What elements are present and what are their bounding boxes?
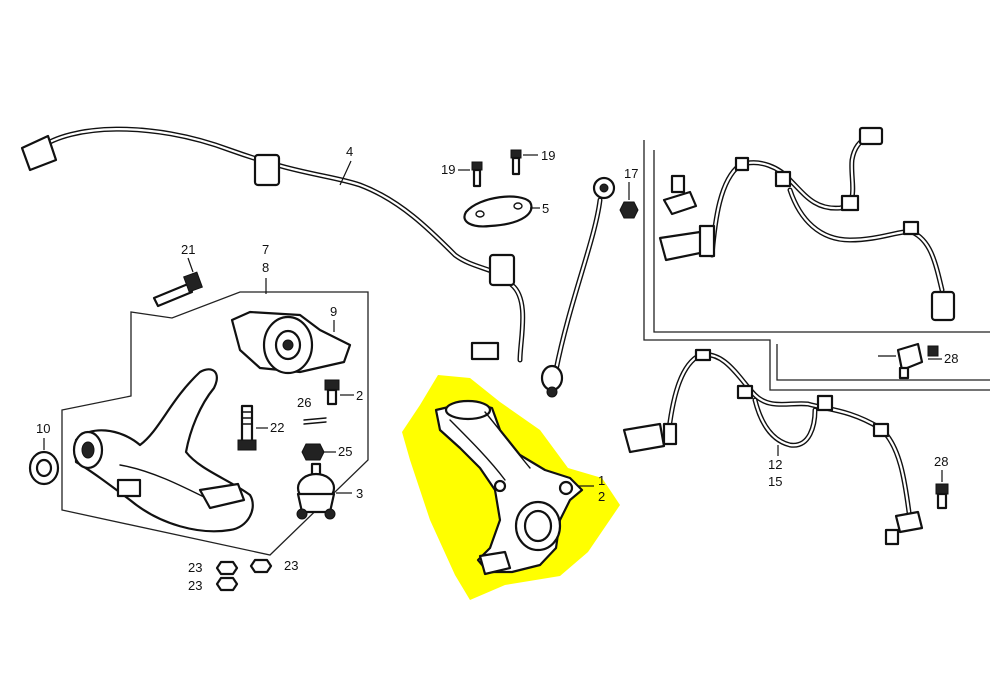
label-22: 22	[270, 420, 284, 435]
label-1: 1	[598, 473, 605, 488]
upper-sensor-harness	[709, 126, 956, 322]
bolt-19-right	[510, 149, 522, 176]
label-2: 2	[598, 489, 605, 504]
label-28b: 28	[934, 454, 948, 469]
label-19b: 19	[541, 148, 555, 163]
dust-seal	[28, 450, 60, 486]
label-17: 17	[624, 166, 638, 181]
nut-23-a	[215, 560, 239, 576]
label-8: 8	[262, 260, 269, 275]
label-3: 3	[356, 486, 363, 501]
bolt-28-lower	[935, 483, 949, 510]
stabilizer-bar	[20, 126, 526, 363]
upper-clip	[662, 174, 698, 216]
abs-sensor-28-upper	[896, 342, 939, 380]
label-26: 26	[297, 395, 311, 410]
label-19a: 19	[441, 162, 455, 177]
steering-knuckle	[434, 399, 584, 576]
nut-17	[619, 201, 639, 219]
upper-bracket	[658, 224, 716, 262]
lower-control-arm	[72, 368, 254, 533]
sensor-frame-upper	[643, 140, 990, 391]
label-25: 25	[338, 444, 352, 459]
label-10: 10	[36, 421, 50, 436]
label-28a: 28	[944, 351, 958, 366]
label-4: 4	[346, 144, 353, 159]
lower-sensor-harness	[622, 348, 924, 546]
ball-joint	[296, 462, 336, 520]
bolt-19-left	[471, 161, 483, 188]
label-7: 7	[262, 242, 269, 257]
bolt-22	[237, 404, 257, 451]
stabilizer-link	[540, 176, 616, 398]
cotter-pin	[303, 417, 327, 425]
bolt-21	[152, 271, 203, 308]
label-12: 12	[768, 457, 782, 472]
label-23b: 23	[284, 558, 298, 573]
nut-23-c	[215, 576, 239, 592]
nut-25	[301, 443, 325, 461]
label-15: 15	[768, 474, 782, 489]
compliance-bushing	[230, 310, 352, 375]
label-2-bolt: 2	[356, 388, 363, 403]
label-23a: 23	[188, 560, 202, 575]
bolt-2	[324, 379, 340, 406]
nut-23-b	[249, 558, 273, 574]
label-21: 21	[181, 242, 195, 257]
label-23c: 23	[188, 578, 202, 593]
stabilizer-bracket	[463, 195, 533, 228]
label-5: 5	[542, 201, 549, 216]
label-9: 9	[330, 304, 337, 319]
